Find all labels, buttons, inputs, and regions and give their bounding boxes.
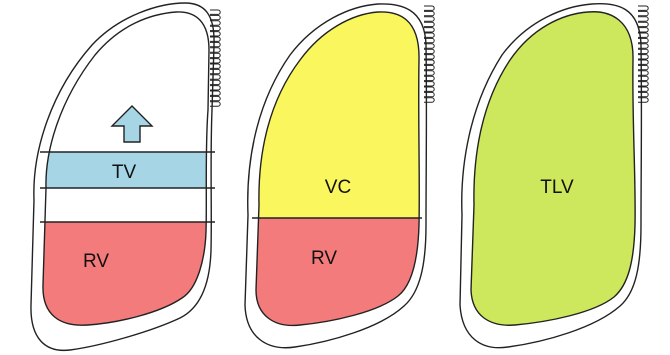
- rib-segment: [210, 75, 220, 79]
- rib-segment: [638, 92, 648, 96]
- rib-segment: [210, 42, 220, 46]
- rib-segment: [210, 32, 220, 36]
- panel-total-lung: TLV: [460, 4, 648, 348]
- ribcage-ribs: [638, 6, 648, 102]
- residual-volume-label: RV: [311, 248, 337, 269]
- rib-segment: [424, 98, 434, 102]
- rib-segment: [638, 11, 648, 15]
- panel-tidal-residual: TV RV: [0, 0, 240, 355]
- rib-segment: [210, 26, 220, 30]
- rib-segment: [210, 53, 220, 57]
- rib-segment: [638, 76, 648, 80]
- rib-segment: [638, 49, 648, 53]
- total-lung-volume-label: TLV: [540, 177, 574, 198]
- rib-segment: [638, 17, 648, 21]
- rib-segment: [210, 80, 220, 84]
- tidal-volume-label: TV: [112, 162, 137, 183]
- panel-vital-residual: VC RV: [230, 0, 450, 355]
- residual-volume-label: RV: [83, 251, 109, 272]
- rib-segment: [210, 37, 220, 41]
- rib-segment: [424, 17, 434, 21]
- rib-segment: [638, 60, 648, 64]
- rib-segment: [210, 48, 220, 52]
- rib-segment: [424, 28, 434, 32]
- rib-segment: [424, 22, 434, 26]
- rib-segment: [638, 44, 648, 48]
- rib-segment: [638, 71, 648, 75]
- rib-segment: [210, 96, 220, 100]
- rib-segment: [210, 15, 220, 19]
- rib-segment: [424, 76, 434, 80]
- rib-segment: [424, 92, 434, 96]
- rib-segment: [638, 38, 648, 42]
- rib-segment: [424, 11, 434, 15]
- rib-segment: [210, 10, 220, 14]
- vital-capacity-label: VC: [325, 177, 351, 198]
- rib-segment: [638, 6, 648, 10]
- rib-segment: [210, 59, 220, 63]
- rib-segment: [424, 6, 434, 10]
- total-lung-volume-region: [471, 12, 635, 325]
- rib-segment: [638, 65, 648, 69]
- rib-segment: [638, 82, 648, 86]
- ribcage-ribs: [424, 6, 434, 102]
- rib-segment: [210, 69, 220, 73]
- rib-segment: [210, 64, 220, 68]
- ribcage-ribs: [210, 10, 220, 106]
- rib-segment: [424, 71, 434, 75]
- rib-segment: [638, 22, 648, 26]
- rib-segment: [210, 91, 220, 95]
- rib-segment: [638, 87, 648, 91]
- rib-segment: [638, 55, 648, 59]
- rib-segment: [424, 87, 434, 91]
- rib-segment: [210, 86, 220, 90]
- rib-segment: [424, 65, 434, 69]
- rib-segment: [638, 98, 648, 102]
- rib-segment: [424, 82, 434, 86]
